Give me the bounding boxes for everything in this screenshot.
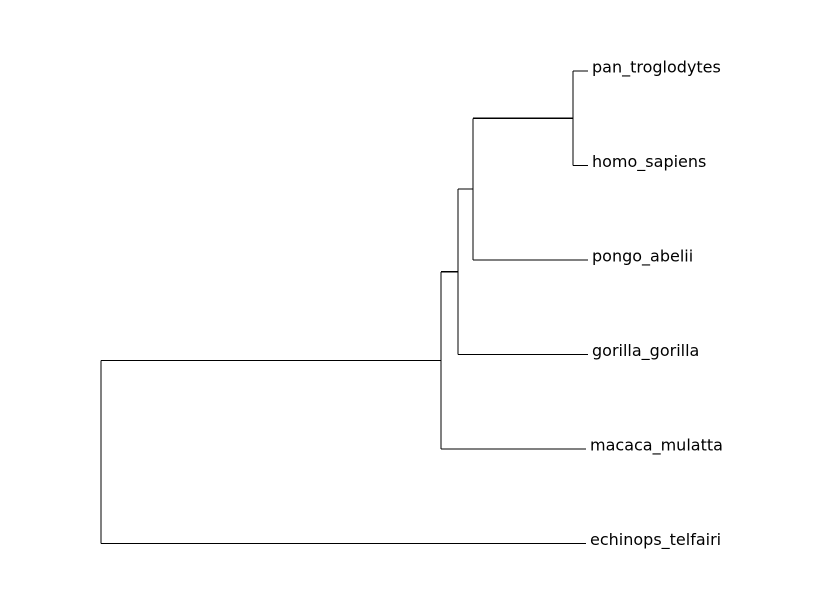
tree-branches	[100, 70, 588, 545]
leaf-label-gorilla: gorilla_gorilla	[592, 341, 699, 361]
leaf-label-macaca: macaca_mulatta	[590, 436, 723, 456]
leaf-labels: pan_troglodytes homo_sapiens pongo_abeliig…	[590, 58, 723, 550]
leaf-label-pan: pan_troglodytes	[592, 58, 721, 78]
leaf-label-echinops: echinops_telfairi	[590, 530, 721, 550]
leaf-label-homo: homo_sapiens	[592, 152, 706, 172]
leaf-label-pongo: pongo_abelii	[592, 247, 693, 267]
